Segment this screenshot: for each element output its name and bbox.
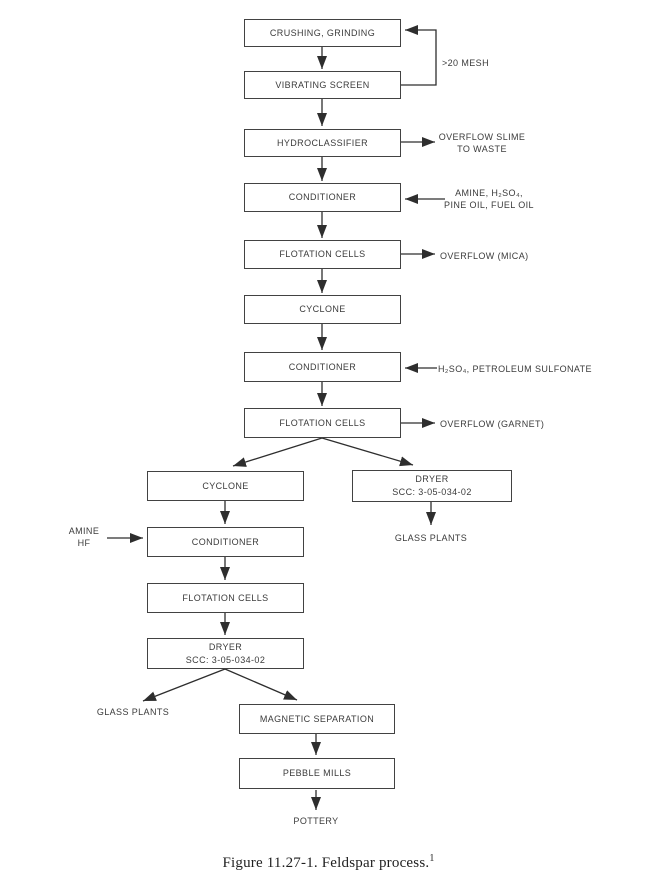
node-pebble-mills: PEBBLE MILLS — [239, 758, 395, 789]
label-amine-hf-line2: HF — [77, 538, 91, 548]
label-amine-hf-line1: AMINE — [68, 526, 100, 536]
node-dryer-1: DRYER SCC: 3-05-034-02 — [352, 470, 512, 502]
node-conditioner-2: CONDITIONER — [244, 352, 401, 382]
node-hydroclassifier: HYDROCLASSIFIER — [244, 129, 401, 157]
figure-caption: Figure 11.27-1. Feldspar process.1 — [0, 853, 657, 872]
label-overflow-garnet: OVERFLOW (GARNET) — [440, 419, 545, 429]
figure-caption-footnote-ref: 1 — [429, 853, 435, 864]
dryer-2-scc-code: SCC: 3-05-034-02 — [185, 654, 266, 665]
node-dryer-2: DRYER SCC: 3-05-034-02 — [147, 638, 304, 669]
node-flotation-cells-2: FLOTATION CELLS — [244, 408, 401, 438]
label-glass-plants-left: GLASS PLANTS — [96, 707, 170, 717]
node-vibrating-screen: VIBRATING SCREEN — [244, 71, 401, 99]
label-conditioner1-reagents-line2: PINE OIL, FUEL OIL — [444, 200, 534, 210]
node-flotation-cells-1: FLOTATION CELLS — [244, 240, 401, 269]
dryer-1-title: DRYER — [415, 474, 449, 484]
node-cyclone-1: CYCLONE — [244, 295, 401, 324]
label-20-mesh: >20 MESH — [442, 58, 489, 68]
label-conditioner2-reagents: H₂SO₄, PETROLEUM SULFONATE — [438, 364, 592, 374]
node-conditioner-1: CONDITIONER — [244, 183, 401, 212]
label-overflow-mica: OVERFLOW (MICA) — [440, 251, 529, 261]
arrow-flotation2-to-dryer1 — [321, 437, 414, 467]
arrow-dryer2-to-glass-plants — [142, 668, 226, 702]
node-crushing-grinding: CRUSHING, GRINDING — [244, 19, 401, 47]
dryer-1-scc-code: SCC: 3-05-034-02 — [392, 487, 472, 497]
node-flotation-cells-3: FLOTATION CELLS — [147, 583, 304, 613]
label-conditioner1-reagents-line1: AMINE, H₂SO₄, — [455, 188, 523, 198]
label-amine-hf: AMINE HF — [58, 525, 110, 549]
node-magnetic-separation: MAGNETIC SEPARATION — [239, 704, 395, 734]
node-cyclone-2: CYCLONE — [147, 471, 304, 501]
label-overflow-slime: OVERFLOW SLIME TO WASTE — [432, 131, 532, 155]
arrow-dryer2-to-magnetic — [224, 668, 298, 701]
arrow-flotation2-to-cyclone2 — [232, 437, 323, 467]
figure-caption-text: Figure 11.27-1. Feldspar process. — [222, 855, 430, 871]
label-overflow-slime-line1: OVERFLOW SLIME — [438, 132, 526, 142]
recycle-loop-line — [401, 25, 437, 86]
label-pottery: POTTERY — [293, 816, 339, 826]
label-overflow-slime-line2: TO WASTE — [457, 144, 507, 154]
label-conditioner1-reagents: AMINE, H₂SO₄, PINE OIL, FUEL OIL — [440, 187, 538, 211]
label-glass-plants-right: GLASS PLANTS — [394, 533, 468, 543]
node-conditioner-3: CONDITIONER — [147, 527, 304, 557]
dryer-2-title: DRYER — [208, 641, 243, 652]
